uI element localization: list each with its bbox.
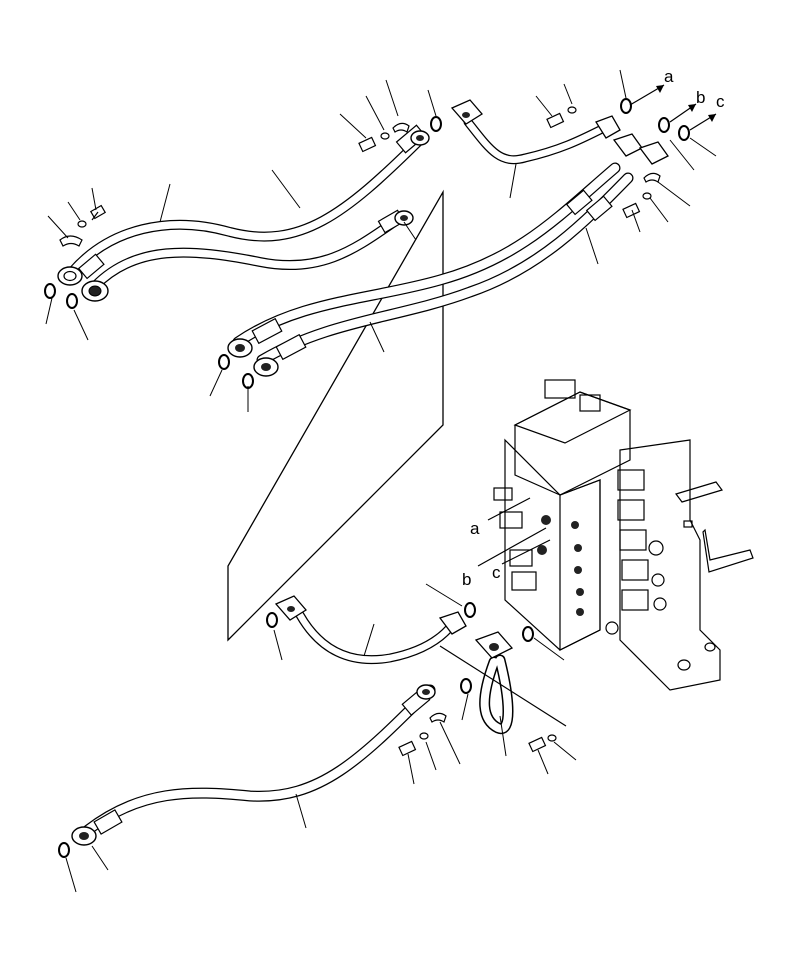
upper-long-hose-pair [218, 162, 634, 389]
flange [71, 826, 97, 846]
solenoid-spools [605, 469, 667, 635]
valve-callout-c: c [492, 563, 501, 582]
flange [227, 338, 253, 358]
leader-lines [45, 69, 717, 893]
flange [253, 357, 279, 377]
callout-b: b [696, 88, 705, 107]
lower-long-hose [58, 684, 436, 858]
upper-right-tube [450, 99, 669, 165]
flange [394, 210, 414, 226]
top-fastener-set [358, 98, 690, 219]
upper-left-hose-pair [57, 124, 430, 302]
control-valve-assembly [493, 379, 754, 691]
flange [57, 266, 83, 286]
valve-ports [571, 521, 584, 616]
valve-callout-b: b [462, 570, 471, 589]
left-side-fittings [493, 487, 551, 591]
lower-fastener-set [398, 712, 557, 757]
callout-a: a [664, 67, 674, 86]
direction-arrows [629, 84, 717, 131]
assembly-frame [227, 189, 444, 642]
valve-callout-a: a [470, 519, 480, 538]
callout-c: c [716, 92, 725, 111]
u-loop-tube [439, 631, 567, 735]
flange [416, 684, 436, 700]
flange [81, 280, 109, 302]
middle-curved-tube [266, 595, 534, 665]
flange [410, 130, 430, 146]
